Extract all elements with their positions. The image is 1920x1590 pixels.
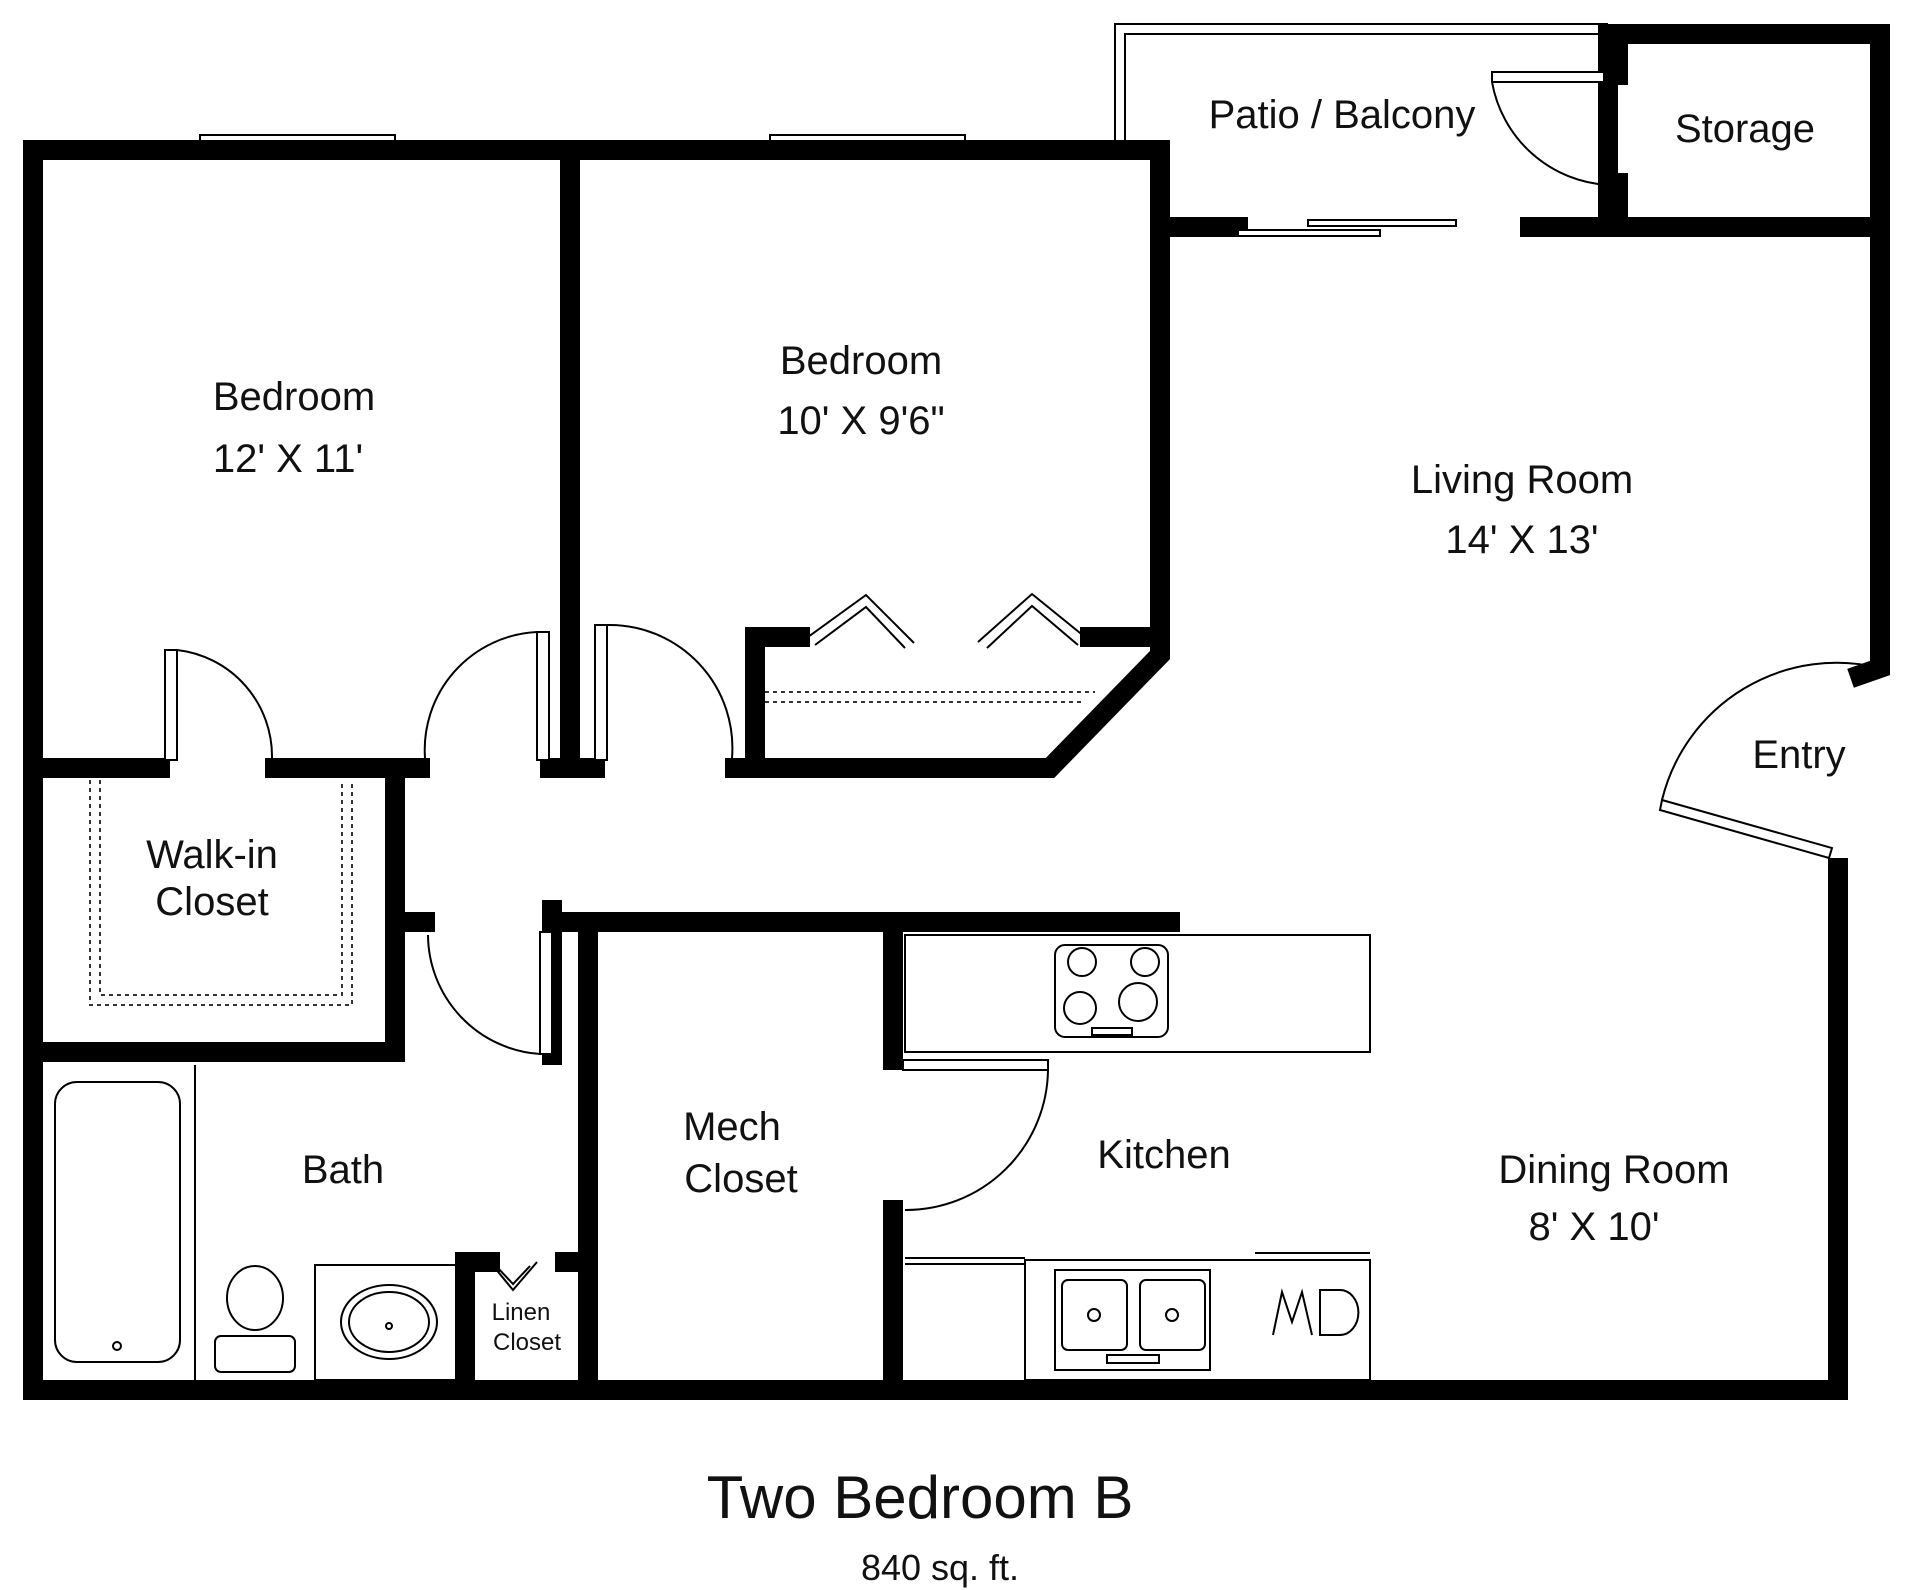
room-dining: Dining Room 8' X 10' — [1498, 1148, 1729, 1249]
room-bedroom1: Bedroom 12' X 11' — [213, 375, 375, 481]
plan-title: Two Bedroom B — [707, 1464, 1134, 1531]
linen-line2: Closet — [493, 1329, 561, 1356]
room-living: Living Room 14' X 13' — [1411, 458, 1633, 562]
walls — [23, 24, 1890, 1400]
walkin-line1: Walk-in — [146, 833, 278, 877]
storage-label: Storage — [1675, 107, 1815, 151]
double-sink — [1054, 1269, 1211, 1371]
bedroom2-name: Bedroom — [780, 339, 942, 383]
sink-vanity — [314, 1264, 464, 1381]
walkin-line2: Closet — [155, 880, 268, 924]
dishwasher — [1272, 1288, 1360, 1336]
mech-line1: Mech — [683, 1105, 781, 1149]
room-linen-closet: Linen Closet — [492, 1299, 562, 1356]
patio-outline — [1114, 23, 1608, 145]
bath-label: Bath — [302, 1148, 384, 1192]
patio-label: Patio / Balcony — [1209, 93, 1476, 137]
stove — [1054, 944, 1169, 1038]
plan-area: 840 sq. ft. — [861, 1547, 1019, 1588]
mech-line2: Closet — [684, 1157, 797, 1201]
bedroom2-size: 10' X 9'6" — [777, 399, 944, 443]
dining-name: Dining Room — [1498, 1148, 1729, 1192]
entry-label: Entry — [1752, 733, 1845, 777]
bedroom1-size: 12' X 11' — [213, 437, 363, 481]
room-walkin-closet: Walk-in Closet — [146, 833, 278, 924]
living-name: Living Room — [1411, 458, 1633, 502]
kitchen-label: Kitchen — [1097, 1133, 1230, 1177]
doors — [164, 71, 1881, 1292]
room-bedroom2: Bedroom 10' X 9'6" — [777, 339, 944, 443]
closet-shelves — [89, 691, 1095, 1006]
bedroom1-name: Bedroom — [213, 375, 375, 419]
kitchen-counter-bottom — [905, 1252, 1371, 1381]
room-mech-closet: Mech Closet — [683, 1105, 798, 1201]
dining-size: 8' X 10' — [1529, 1205, 1660, 1249]
living-size: 14' X 13' — [1445, 518, 1598, 562]
bathtub — [54, 1065, 196, 1380]
toilet — [214, 1265, 296, 1373]
kitchen-counter-top — [904, 934, 1371, 1053]
linen-line1: Linen — [492, 1299, 551, 1326]
